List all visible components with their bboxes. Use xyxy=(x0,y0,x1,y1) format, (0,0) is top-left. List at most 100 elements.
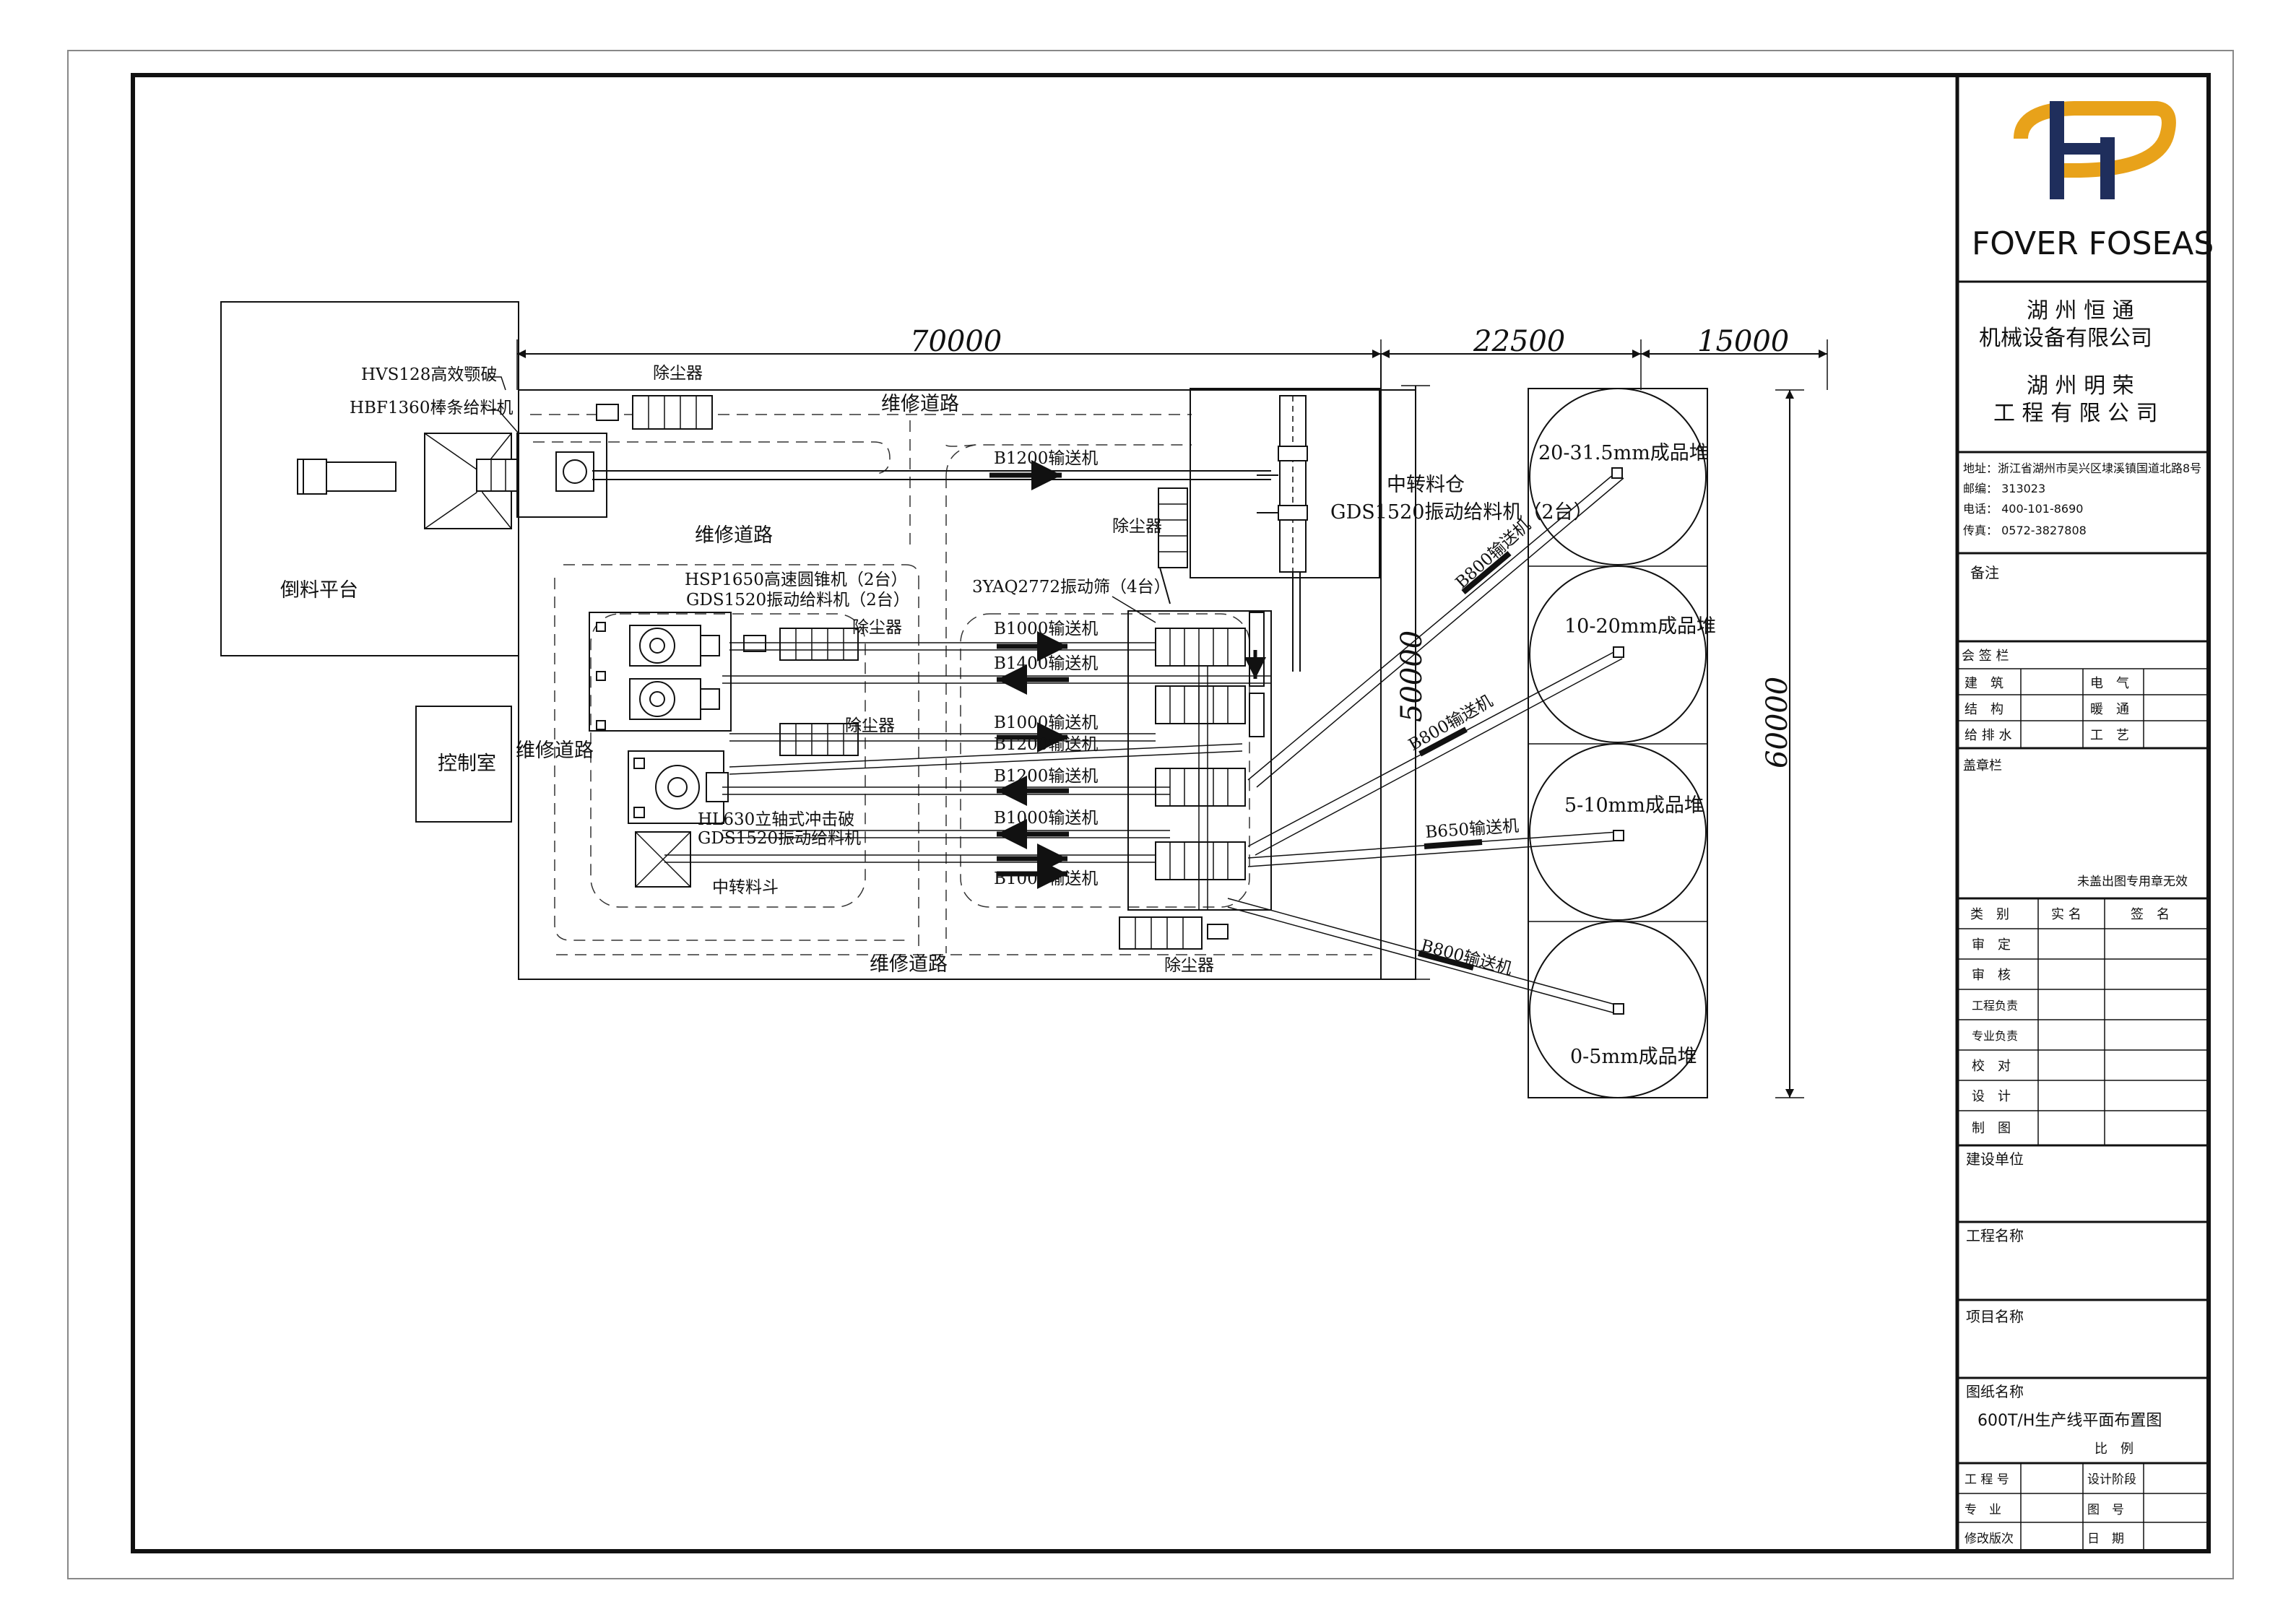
phone: 电话： 400-101-8690 xyxy=(1963,502,2083,516)
b1200-label-3: B1200输送机 xyxy=(994,767,1098,786)
road-label-top: 维修道路 xyxy=(881,393,959,415)
review-table xyxy=(1957,898,2209,1147)
sign-row-1-left: 建 筑 xyxy=(1964,676,2003,691)
dust-collector-bottom-label: 除尘器 xyxy=(1164,956,1214,975)
screen-3 xyxy=(1155,768,1246,807)
screen-4 xyxy=(1155,841,1246,880)
conveyor-b1000-4 xyxy=(664,843,1156,874)
hvs128-jaw-crusher xyxy=(516,433,607,518)
drawing-frame xyxy=(131,73,2211,1553)
dust-collector-cone-2 xyxy=(779,723,859,756)
dimension-60000: 60000 xyxy=(1761,389,1804,1098)
dimension-50000: 50000 xyxy=(1395,385,1430,980)
screen-2 xyxy=(1155,685,1246,724)
conveyor-b800-2 xyxy=(1247,646,1624,856)
bottom-row-1-right: 设计阶段 xyxy=(2087,1473,2136,1487)
dust-collector-bin-label: 除尘器 xyxy=(1112,517,1162,536)
countersign-label: 会 签 栏 xyxy=(1962,649,2009,664)
conveyor-b1000-1 xyxy=(729,631,1156,662)
dust-collector-cone-1-label: 除尘器 xyxy=(852,618,902,637)
review-row-5: 校 对 xyxy=(1972,1059,2011,1074)
fax: 传真： 0572-3827808 xyxy=(1963,524,2087,537)
client-label: 建设单位 xyxy=(1966,1150,2024,1168)
b1000-label-3: B1000输送机 xyxy=(994,809,1098,828)
pile-circle-2 xyxy=(1529,565,1707,743)
review-row-7: 制 图 xyxy=(1972,1121,2011,1136)
sign-row-3-left: 给 排 水 xyxy=(1964,728,2011,743)
b1200-label: B1200输送机 xyxy=(994,449,1098,468)
truck-icon xyxy=(297,459,397,495)
gds1520-single-label: GDS1520振动给料机 xyxy=(698,829,861,848)
pile-circle-4 xyxy=(1529,921,1707,1098)
transfer-bin-label: 中转料仓 xyxy=(1387,474,1465,496)
b1000-label-2: B1000输送机 xyxy=(994,714,1098,732)
dust-collector-top xyxy=(596,395,713,430)
control-room-box xyxy=(415,706,512,823)
remarks-label: 备注 xyxy=(1970,564,1999,581)
sign-row-2-left: 结 构 xyxy=(1964,702,2003,717)
sign-row-3-right: 工 艺 xyxy=(2090,728,2129,743)
cone-crusher-2 xyxy=(629,678,720,720)
dimension-15000: 15000 xyxy=(1641,325,1828,390)
b1000-label-1: B1000输送机 xyxy=(994,620,1098,638)
b800-label-1: B800输送机 xyxy=(1452,516,1535,592)
b1200-label-2: B1200输送机 xyxy=(994,735,1098,754)
review-row-1: 审 定 xyxy=(1972,937,2011,953)
dust-collector-cone-1 xyxy=(743,628,859,661)
dimension-22500: 22500 xyxy=(1381,325,1642,390)
road-label-mid: 维修道路 xyxy=(695,524,773,547)
address: 地址：浙江省湖州市吴兴区埭溪镇国道北路8号 xyxy=(1963,461,2201,475)
sign-row-2-right: 暖 通 xyxy=(2090,702,2129,717)
svg-text:15000: 15000 xyxy=(1697,325,1789,358)
company1-line2: 机械设备有限公司 xyxy=(1979,326,2152,351)
cone-crusher-building xyxy=(589,612,732,732)
conveyor-b1200-3 xyxy=(722,776,1170,806)
b650-label: B650输送机 xyxy=(1425,817,1520,842)
project-name-label: 工程名称 xyxy=(1966,1227,2024,1244)
sign-row-1-right: 电 气 xyxy=(2090,676,2129,691)
screen-label: 3YAQ2772振动筛（4台） xyxy=(972,578,1171,597)
dust-collector-cone-2-label: 除尘器 xyxy=(845,716,895,735)
hl630-label: HL630立轴式冲击破 xyxy=(698,810,854,829)
control-room-label: 控制室 xyxy=(438,753,496,775)
pile-label-4: 0-5mm成品堆 xyxy=(1570,1046,1697,1068)
company2-line1: 湖 州 明 荣 xyxy=(2027,373,2134,399)
hvs128-label: HVS128高效颚破 xyxy=(361,365,497,384)
b1400-label: B1400输送机 xyxy=(994,654,1098,673)
screen-1 xyxy=(1155,628,1246,667)
road-top-upper xyxy=(533,441,891,474)
conveyor-b1000-3 xyxy=(722,819,1170,849)
bottom-row-2-right: 图 号 xyxy=(2087,1503,2124,1517)
dust-collector-bin xyxy=(1158,487,1188,568)
dimension-70000: 70000 xyxy=(516,325,1382,390)
brand-logo xyxy=(2014,101,2176,199)
outer-sheet-border xyxy=(67,50,2234,1579)
hbf1360-label: HBF1360棒条给料机 xyxy=(350,399,513,417)
transfer-hopper-label: 中转料斗 xyxy=(712,878,779,897)
seal-label: 盖章栏 xyxy=(1963,758,2002,773)
brand-name: FOVER FOSEAS xyxy=(1972,225,2214,262)
gds1520-cone-label: GDS1520振动给料机（2台） xyxy=(686,591,910,610)
drawing-name-label: 图纸名称 xyxy=(1966,1383,2024,1400)
drawing-title: 600T/H生产线平面布置图 xyxy=(1977,1412,2162,1430)
conveyor-b1000-2 xyxy=(729,722,1156,753)
review-row-4: 专业负责 xyxy=(1972,1029,2018,1043)
bottom-row-1-left: 工 程 号 xyxy=(1964,1473,2009,1487)
svg-text:22500: 22500 xyxy=(1473,325,1565,358)
svg-text:70000: 70000 xyxy=(910,325,1002,358)
hl630-vsi-crusher xyxy=(633,758,729,818)
transfer-hopper-box xyxy=(635,831,691,888)
conveyor-b1400 xyxy=(722,664,1271,695)
dump-platform-label: 倒料平台 xyxy=(280,579,358,602)
conveyor-b800-1 xyxy=(1247,467,1624,788)
cone-crusher-1 xyxy=(629,625,720,667)
road-label-bottom: 维修道路 xyxy=(870,953,948,976)
bottom-row-3-right: 日 期 xyxy=(2087,1532,2124,1546)
transfer-bin xyxy=(1190,388,1380,578)
review-header-sign: 签 名 xyxy=(2131,907,2170,922)
company2-line2: 工 程 有 限 公 司 xyxy=(1993,401,2158,426)
pile-label-1: 20-31.5mm成品堆 xyxy=(1538,442,1709,464)
dust-collector-bottom xyxy=(1119,916,1229,950)
scale-label: 比 例 xyxy=(2094,1441,2133,1457)
